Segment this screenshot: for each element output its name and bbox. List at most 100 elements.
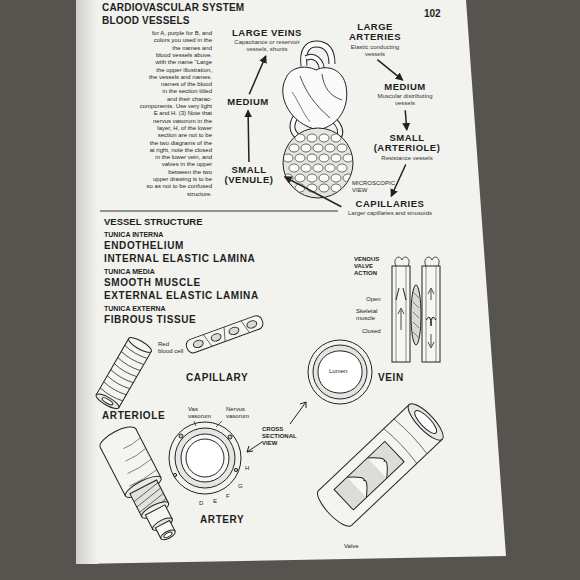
instruction-line: the vessels and names. [100,74,212,81]
capillary-network [313,144,323,152]
capillary-network [307,134,317,142]
artery-cross-section [234,468,237,471]
vein-tube [313,399,448,531]
callout-letter: F [226,493,230,499]
label-text: Valve [344,543,359,550]
label-text: MICROSCOPIC VIEW [352,180,386,194]
instruction-line: nervus vasorum in the [100,118,212,125]
label-text: TUNICA MEDIA [104,268,155,275]
heart-drawing [322,74,342,100]
instruction-line: so as not to be confused [100,183,212,190]
capillary-tube [246,319,258,329]
callout-letter: G [238,483,243,489]
instruction-line: layer, H, of the lower [100,125,212,132]
label-text: 102 [424,8,441,19]
venous-valve-drawing [413,292,419,338]
vessel-name: LARGE ARTERIES [340,22,410,43]
venous-valve-drawing [406,266,407,362]
instruction-line: and their charac- [100,96,212,103]
capillary-network [307,154,317,162]
capillary-tube [192,339,204,349]
vessel-note: Capacitance or reservoir vessels, shunts [232,39,302,53]
part-name: FIBROUS TISSUE [104,314,196,325]
vessel-node: LARGE ARTERIESElastic conducting vessels [340,22,410,58]
vein-tube [412,408,440,437]
vein-tube [334,441,404,509]
artery-cross-section [194,421,222,427]
label-text: CARDIOVASCULAR SYSTEM [102,2,244,13]
capillary-network [307,174,317,182]
vein-tube [367,450,394,478]
vein-tube [347,470,374,498]
label-text: Lumen [329,368,347,375]
part-name: ENDOTHELIUM [104,240,184,251]
instruction-line: section are not to be [100,132,212,139]
label-text: TUNICA INTERNA [104,231,163,238]
label-text: Nervus vasorum [226,406,258,420]
vessel-name: SMALL (VENULE) [216,165,282,186]
capillary-network [331,174,341,182]
part-name: VEIN [378,372,404,383]
instruction-line: colors you used in the [100,37,212,44]
cross-section-pointers [247,442,262,452]
capillary-network [319,184,329,192]
vein-tube [403,399,448,445]
arteriole-tube [101,397,113,406]
capillary-tube [203,320,249,348]
callout-letter: H [245,465,249,471]
artery-cross-section [181,434,229,482]
instruction-line: the names and [100,45,212,52]
vessel-note: Larger capillaries and sinusoids [344,210,436,217]
book-page [76,0,506,564]
venous-valve-drawing [398,308,404,330]
label-text: TUNICA EXTERNA [104,305,166,312]
vessel-node: SMALL (ARTERIOLE)Resistance vessels [368,133,446,162]
vessel-name: MEDIUM [370,82,440,92]
artery-cross-section [179,434,183,438]
flow-arrow [377,60,402,81]
flow-arrow [285,177,342,207]
artery-cross-section [173,473,176,476]
capillary-network [295,134,305,142]
part-name: ARTERIOLE [102,410,165,421]
instruction-line: between the two [100,169,212,176]
instruction-line: components. Use very light [100,103,212,110]
venous-valve-drawing [395,257,409,266]
instruction-line: structure. [100,191,212,198]
vessel-node: MEDIUMMuscular distributing vessels [370,82,440,107]
vessel-name: SMALL (ARTERIOLE) [368,133,446,154]
capillary-network [337,164,347,172]
artery-cross-section [169,421,241,494]
heart-drawing [283,67,347,130]
instruction-line: in the section titled [100,88,212,95]
vessel-name: CAPILLARIES [344,199,436,209]
venous-valve-drawing [403,288,406,300]
capillary-network [331,154,341,162]
vessel-name: MEDIUM [214,97,282,107]
arteriole-tube [127,335,154,355]
vessel-note: Resistance vessels [368,155,446,162]
callout-letter: E [213,498,217,504]
flow-arrow [391,164,406,196]
instruction-line: with the name "Large [100,59,212,66]
instruction-line: blood vessels above. [100,52,212,59]
capillary-network [337,144,347,152]
label-text: VESSEL STRUCTURE [104,216,203,227]
venous-valve-drawing [436,266,437,362]
capillary-network [295,174,305,182]
vessel-node: CAPILLARIESLarger capillaries and sinuso… [344,199,436,217]
cross-section-pointers [247,402,306,452]
label-text: Closed [362,328,381,335]
capillary-tube [228,326,240,336]
capillary-network [283,128,353,198]
divider-line [100,211,338,212]
heart-drawing [283,44,347,137]
vessel-note: Muscular distributing vessels [370,93,440,107]
venous-valve-drawing [422,266,440,362]
label-text: Skeletal muscle [356,308,386,322]
callout-letter: D [199,500,203,506]
capillary-network [283,128,353,198]
